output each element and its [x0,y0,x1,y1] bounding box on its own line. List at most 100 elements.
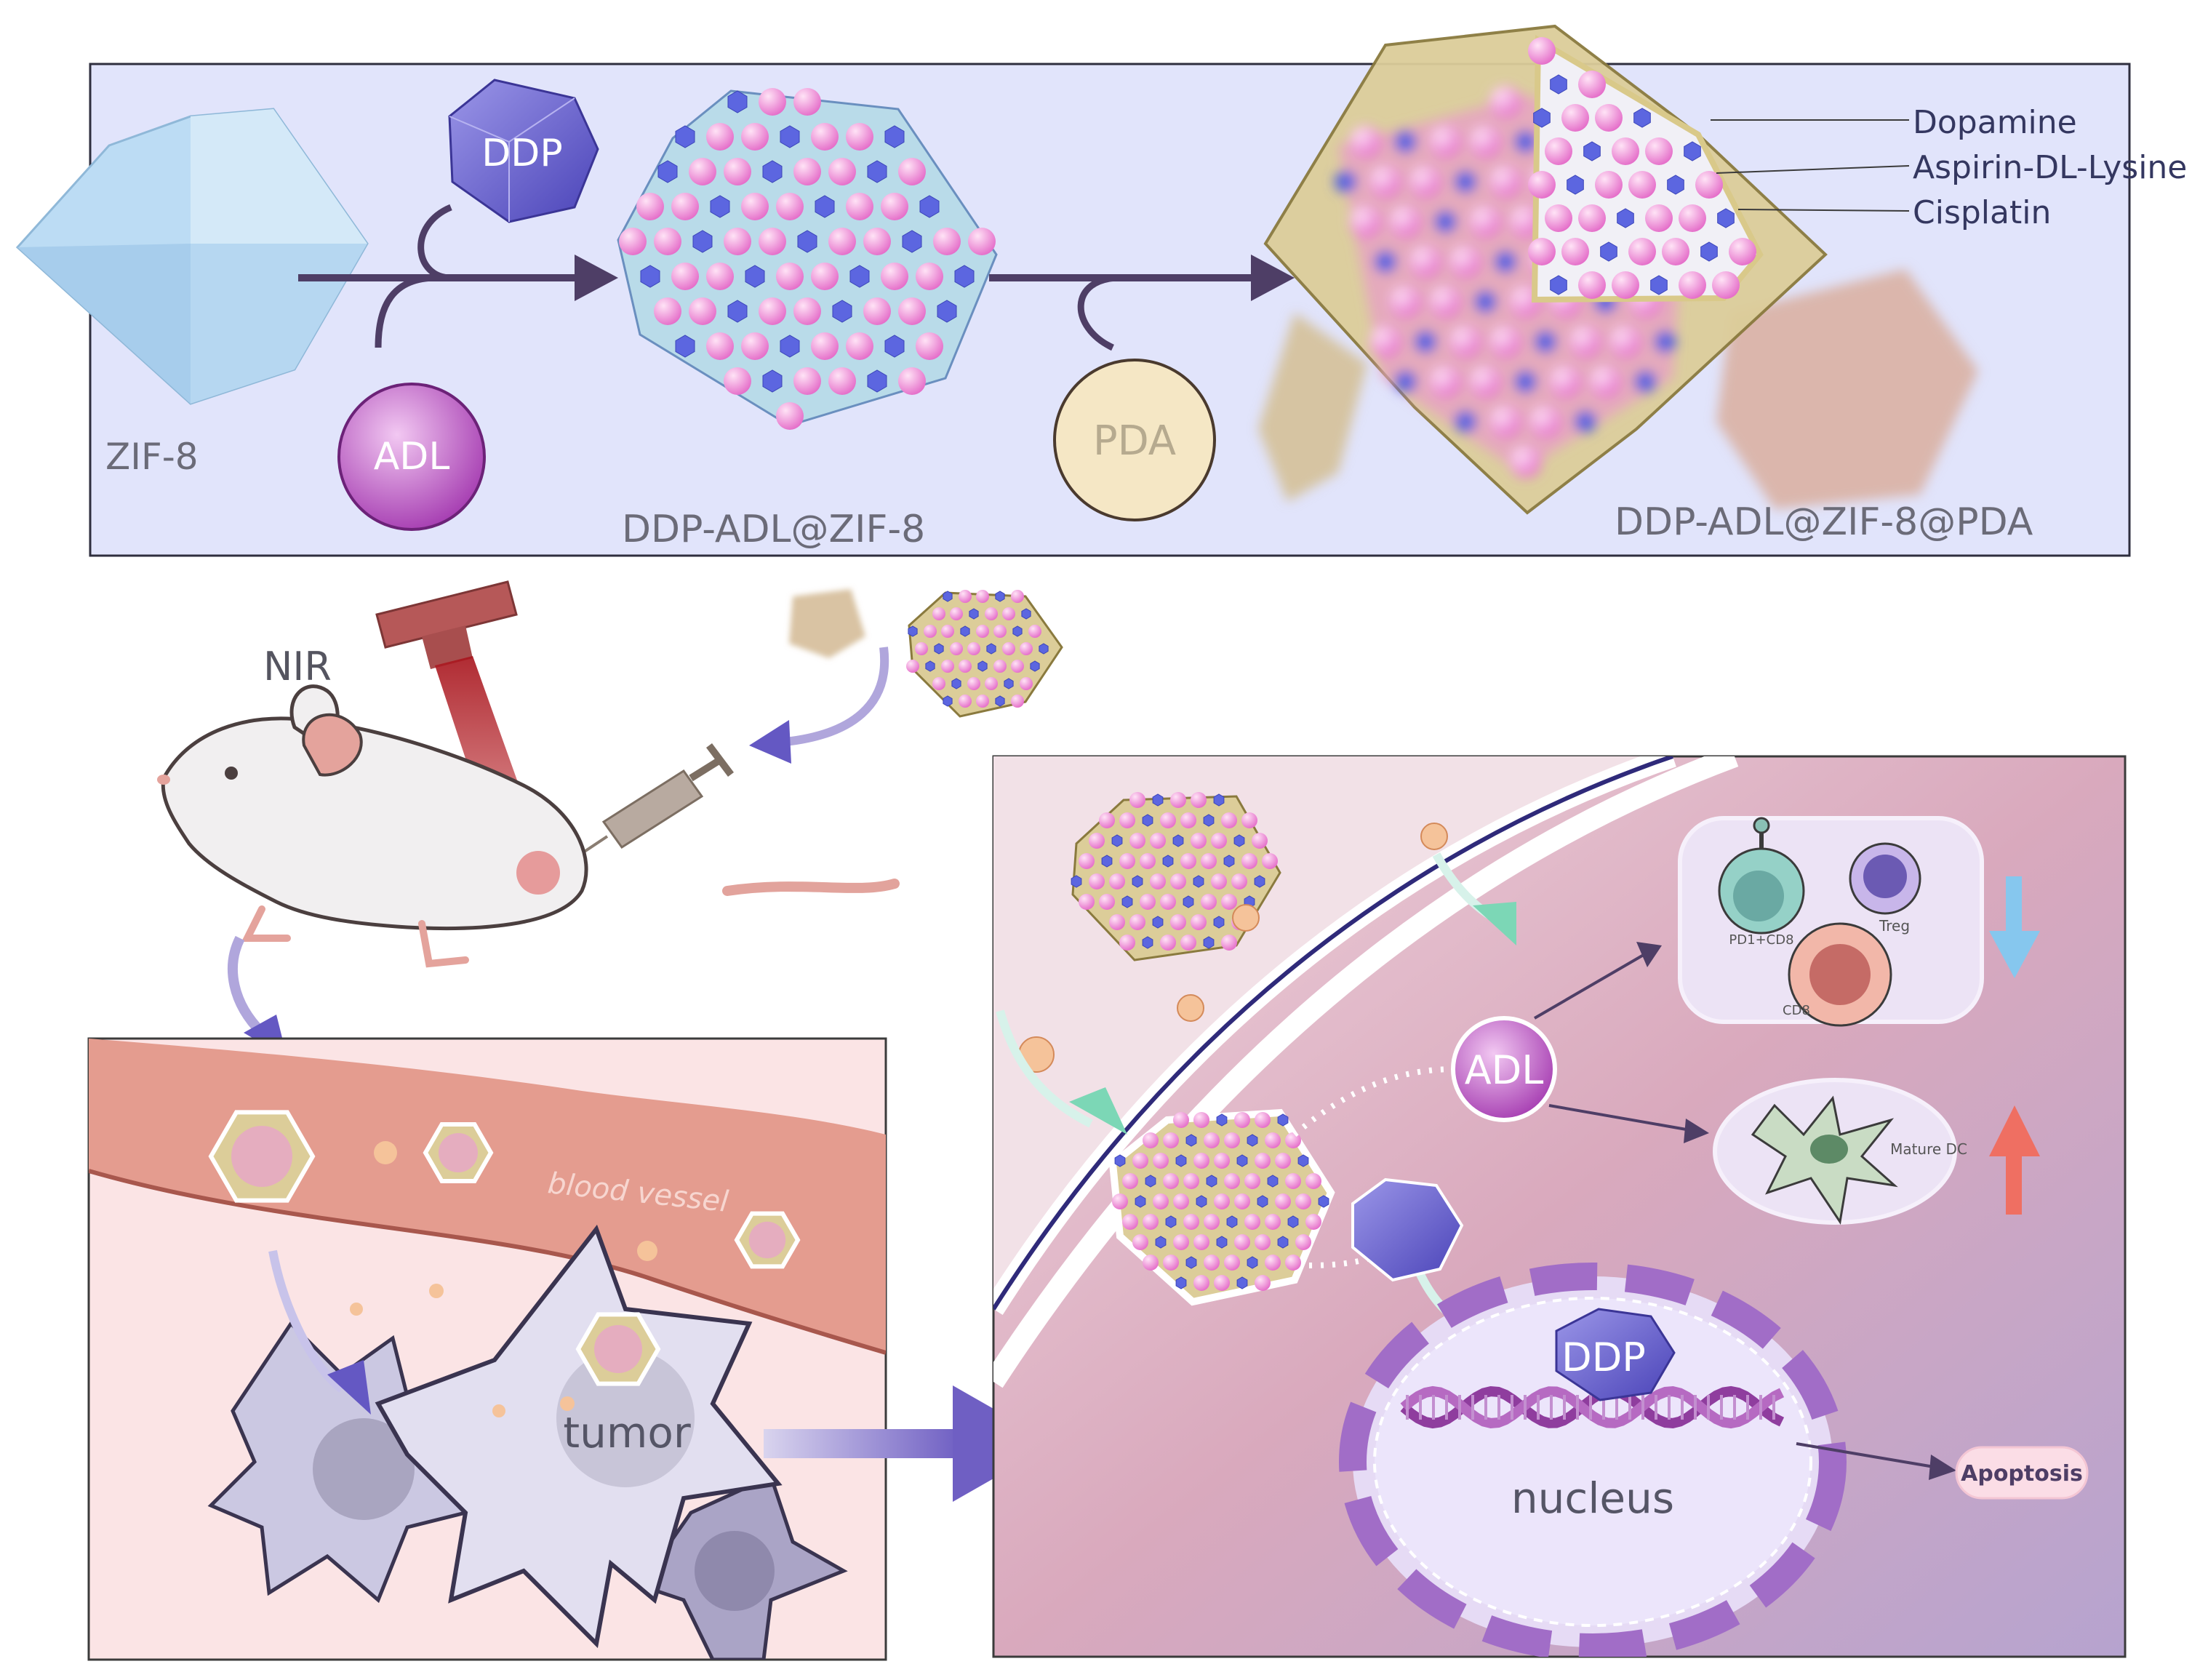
adl-sphere-small [1255,1153,1271,1169]
adl-sphere-small [1389,206,1422,238]
cisplatin-hex [1121,895,1133,908]
cisplatin-hex [1206,1175,1217,1188]
cisplatin-hex [640,265,660,288]
adl-sphere-small [1153,1193,1169,1209]
adl-sphere-small [1011,660,1024,673]
adl-sphere-small [759,88,786,116]
adl-sphere-small [759,297,786,325]
adl-sphere-small [1265,1255,1281,1271]
adl-sphere-small [1244,1214,1260,1230]
apoptosis-label: Apoptosis [1961,1461,2083,1487]
mature-dc-box: Mature DC [1713,1078,1967,1225]
adl-sphere-small [1241,812,1257,828]
cisplatin-hex [1335,169,1356,194]
adl-sphere-small [1429,366,1462,398]
adl-sphere-small [1695,171,1723,199]
adl-sphere-small [1265,1214,1281,1230]
adl-sphere-small [1153,1153,1169,1169]
cisplatin-hex [1216,1236,1228,1249]
adl-sphere-small [1193,1112,1209,1128]
adl-sphere-small [706,123,734,151]
cisplatin-hex [943,591,953,602]
adl-sphere-small [1349,206,1382,238]
adl-sphere-small [1173,1193,1189,1209]
cisplatin-hex [902,230,922,253]
adl-sphere-small [1509,446,1542,478]
adl-sphere-small [1578,204,1606,232]
adl-sphere-small [1214,1153,1230,1169]
cisplatin-hex [745,265,765,288]
adl-sphere-small [1265,1132,1281,1148]
adl-sphere-small [1173,1112,1189,1128]
adl-sphere-small [959,660,972,673]
tumor-panel: blood vessel tumor [87,1037,887,1661]
cisplatin-hex [1550,275,1567,295]
cisplatin-hex [675,125,695,148]
adl-sphere-small [1143,1214,1159,1230]
cell-ddp-hex [1351,1177,1464,1282]
synthesis-arrow-1 [298,204,618,348]
adl-sphere-small [846,332,873,360]
cisplatin-hex [1021,608,1031,620]
cisplatin-hex [867,369,887,393]
adl-sphere-small [1150,873,1166,889]
adl-sphere-small [1469,366,1502,398]
adl-sphere-small [828,367,856,395]
legend-aspirin: Aspirin-DL-Lysine [1913,149,2187,186]
cisplatin-hex [1257,1195,1268,1208]
zif8-label: ZIF-8 [105,436,199,478]
adl-sphere-small [1612,137,1639,165]
adl-sphere-small [1489,166,1521,198]
cisplatin-hex [1435,209,1456,234]
adl-sphere-small [1201,853,1217,869]
cisplatin-hex [867,160,887,183]
adl-sphere-small [1469,126,1502,158]
cisplatin-hex [1567,175,1584,195]
adl-sphere-small [1109,914,1125,930]
adl-sphere-small [976,590,989,603]
adl-sphere-small [1645,137,1673,165]
adl-sphere-small [959,590,972,603]
synthesis-arrow-2 [989,255,1295,351]
cisplatin-hex [1012,625,1023,637]
cisplatin-hex [762,160,783,183]
adl-sphere-small [1409,166,1441,198]
adl-sphere-small [1193,1234,1209,1250]
adl-sphere-small [1489,406,1521,438]
adl-sphere-small [1173,1234,1189,1250]
arrow-down-icon [1989,876,2040,978]
adl-sphere-small [1295,1234,1311,1250]
adl-sphere-small [1132,1234,1148,1250]
cisplatin-hex [1277,1113,1289,1127]
cisplatin-hex [1583,141,1601,161]
adl-sphere-small [1211,833,1227,849]
adl-sphere-small [1163,1255,1179,1271]
adl-sphere-small [828,228,856,255]
cisplatin-hex [1247,1134,1258,1147]
cisplatin-hex [951,678,961,689]
nucleus: DDP nucleus [1339,1263,1847,1657]
adl-sphere-small [1191,914,1207,930]
adl-sphere-small [1129,792,1145,808]
cisplatin-hex [995,695,1005,707]
cisplatin-hex [1277,1236,1289,1249]
adl-sphere-small [793,297,821,325]
adl-sphere-small [1612,271,1639,299]
legend-dopamine: Dopamine [1913,104,2077,141]
adl-sphere-small [1170,914,1186,930]
adl-sphere-small [759,228,786,255]
adl-sphere-small [1545,204,1572,232]
adl-sphere-small [1132,1153,1148,1169]
immune-cells-box: PD1+CD8 Treg CD8 [1678,816,1984,1027]
adl-label: ADL [374,435,450,479]
adl-sphere-small [1221,894,1237,910]
cisplatin-hex [1152,916,1164,929]
cisplatin-hex [1395,129,1416,154]
apoptosis-badge [1955,1446,2089,1500]
cisplatin-hex [919,195,940,218]
adl-sphere-small [863,297,891,325]
legend-leaders [1711,119,1910,212]
ddp-label: DDP [481,132,562,175]
cisplatin-hex [762,369,783,393]
